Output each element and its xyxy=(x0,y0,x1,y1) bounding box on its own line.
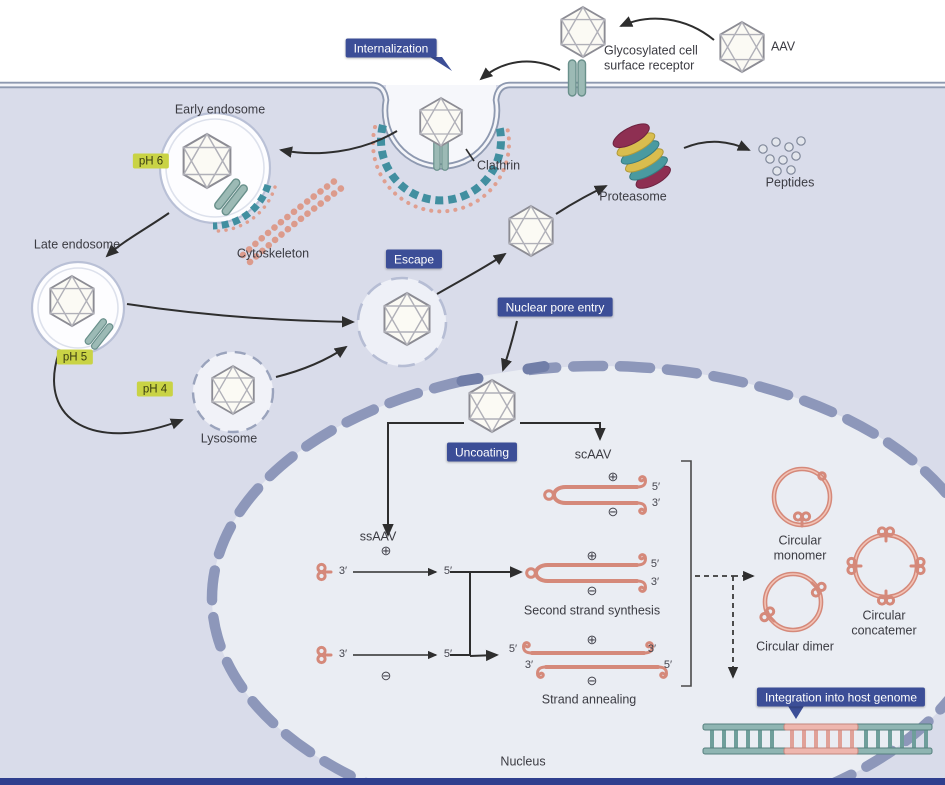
badge-integration: Integration into host genome xyxy=(756,687,926,707)
mark-minus-strand: ⊖ xyxy=(586,583,598,598)
host-genome-ladder-icon xyxy=(702,723,933,755)
peptides-icon xyxy=(758,136,806,176)
grouping-bracket xyxy=(681,460,692,687)
label-clathrin: Clathrin xyxy=(477,158,521,173)
badge-ph4: pH 4 xyxy=(136,381,174,397)
badge-internalization: Internalization xyxy=(345,38,437,58)
label-circular-dimer: Circular dimer xyxy=(756,639,834,654)
mark-3prime: 3′ xyxy=(650,576,660,588)
ssaav-strands xyxy=(316,562,438,665)
label-surface-receptor: Glycosylated cell surface receptor xyxy=(604,43,698,72)
clathrin-pointer-line xyxy=(465,148,475,162)
circular-dimer-icon xyxy=(757,571,829,633)
label-circular-concatemer: Circular concatemer xyxy=(851,608,917,637)
mark-3prime: 3′ xyxy=(338,565,348,577)
mark-minus-strand: ⊖ xyxy=(607,504,619,519)
clathrin-coat-icon xyxy=(371,123,511,214)
badge-escape: Escape xyxy=(385,249,443,269)
mark-minus-strand: ⊖ xyxy=(586,673,598,688)
badge-ph6: pH 6 xyxy=(132,153,170,169)
label-late-endosome: Late endosome xyxy=(33,237,121,252)
mark-5prime: 5′ xyxy=(443,648,453,660)
strand-annealing-icon xyxy=(522,641,668,679)
scaav-genome-icon xyxy=(543,475,647,515)
label-peptides: Peptides xyxy=(765,175,815,190)
mark-5prime: 5′ xyxy=(443,565,453,577)
mark-5prime: 5′ xyxy=(508,643,518,655)
mark-plus-strand: ⊕ xyxy=(380,543,392,558)
label-strand-annealing: Strand annealing xyxy=(541,692,637,707)
label-second-strand-synthesis: Second strand synthesis xyxy=(523,603,661,618)
label-ssaav: ssAAV xyxy=(359,529,397,544)
label-proteasome: Proteasome xyxy=(599,189,667,204)
circular-monomer-icon xyxy=(771,466,833,528)
cytoskeleton-icon xyxy=(239,176,347,266)
mark-plus-strand: ⊕ xyxy=(586,632,598,647)
mark-minus-strand: ⊖ xyxy=(380,668,392,683)
mark-3prime: 3′ xyxy=(647,643,657,655)
nuclear-pore-icon xyxy=(522,361,550,375)
label-early-endosome: Early endosome xyxy=(174,102,266,117)
label-aav: AAV xyxy=(770,39,796,54)
mark-3prime: 3′ xyxy=(524,659,534,671)
nuclear-pore-icon xyxy=(456,373,484,387)
label-cytoskeleton: Cytoskeleton xyxy=(236,246,310,261)
mark-plus-strand: ⊕ xyxy=(586,548,598,563)
mark-5prime: 5′ xyxy=(663,659,673,671)
label-lysosome: Lysosome xyxy=(200,431,258,446)
badge-uncoating: Uncoating xyxy=(446,442,518,462)
label-circular-monomer: Circular monomer xyxy=(773,533,827,562)
circular-concatemer-icon xyxy=(846,526,926,606)
mark-5prime: 5′ xyxy=(651,481,661,493)
proteasome-icon xyxy=(612,123,671,189)
flow-arrows xyxy=(53,16,755,679)
mark-plus-strand: ⊕ xyxy=(607,469,619,484)
internalization-pointer xyxy=(430,57,452,71)
bottom-border xyxy=(0,778,945,785)
mark-3prime: 3′ xyxy=(338,648,348,660)
integration-pointer xyxy=(788,706,804,719)
mark-5prime: 5′ xyxy=(650,558,660,570)
second-strand-synthesis-icon xyxy=(525,553,647,593)
label-nucleus: Nucleus xyxy=(500,754,546,769)
nuclear-envelope xyxy=(206,360,945,785)
badge-nuclear-pore-entry: Nuclear pore entry xyxy=(497,297,613,317)
mark-3prime: 3′ xyxy=(651,497,661,509)
badge-ph5: pH 5 xyxy=(56,349,94,365)
label-scaav: scAAV xyxy=(574,447,612,462)
nucleus-region xyxy=(206,358,945,785)
